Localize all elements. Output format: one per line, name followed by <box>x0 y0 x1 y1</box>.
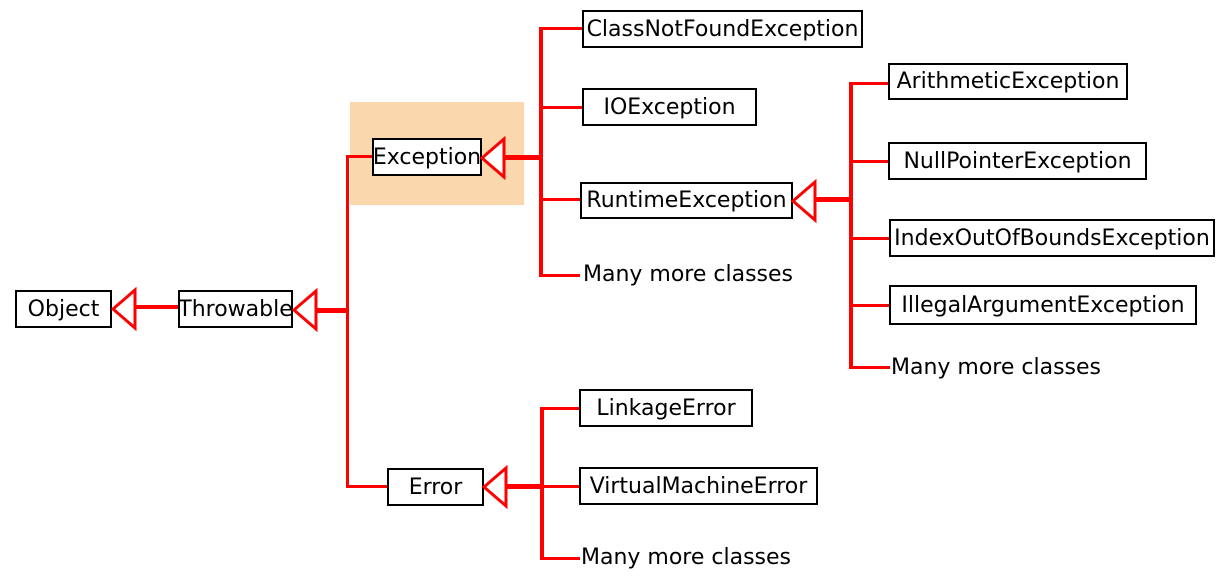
inheritance-arrow-to-exception-icon <box>480 136 506 180</box>
class-box-illegal-argument-exception: IllegalArgumentException <box>889 285 1197 325</box>
label-exception-many-more: Many more classes <box>583 261 794 287</box>
branch-exception <box>346 155 374 158</box>
branch-linkage-error <box>540 407 581 410</box>
class-box-linkage-error: LinkageError <box>579 389 753 427</box>
label-runtime-many-more: Many more classes <box>891 354 1102 380</box>
class-box-error: Error <box>387 468 484 506</box>
inheritance-arrow-to-error-icon <box>482 465 508 509</box>
branch-arithmetic <box>849 82 890 85</box>
connector-exception-children-trunk <box>539 27 543 277</box>
branch-error <box>346 485 389 488</box>
inheritance-arrow-to-throwable-icon <box>292 288 318 332</box>
class-box-null-pointer-exception: NullPointerException <box>888 142 1147 180</box>
inheritance-arrow-to-runtime-icon <box>791 179 817 223</box>
class-box-arithmetic-exception: ArithmeticException <box>888 63 1128 100</box>
class-box-exception: Exception <box>372 138 482 176</box>
connector-trunk-to-throwable <box>314 308 349 313</box>
class-box-io-exception: IOException <box>582 88 757 126</box>
label-error-many-more: Many more classes <box>581 544 792 570</box>
branch-runtime-exception <box>539 198 582 201</box>
class-box-object: Object <box>15 290 112 328</box>
branch-illegal-argument <box>849 304 891 307</box>
connector-trunk-to-exception <box>502 155 542 160</box>
branch-error-many-more <box>540 557 580 560</box>
branch-runtime-many-more <box>849 366 890 369</box>
connector-trunk-to-error <box>504 484 544 489</box>
class-box-runtime-exception: RuntimeException <box>580 182 793 219</box>
branch-virtual-machine-error <box>540 485 581 488</box>
class-box-class-not-found-exception: ClassNotFoundException <box>582 10 863 48</box>
branch-null-pointer <box>849 160 890 163</box>
connector-throwable-to-object <box>133 305 178 309</box>
connector-runtime-children-trunk <box>849 82 853 369</box>
connector-trunk-to-runtime <box>813 197 853 202</box>
branch-io-exception <box>539 106 584 109</box>
class-box-virtual-machine-error: VirtualMachineError <box>579 467 818 505</box>
class-box-throwable: Throwable <box>178 290 293 328</box>
inheritance-arrow-to-object-icon <box>111 287 137 331</box>
branch-class-not-found <box>539 27 584 30</box>
class-box-index-out-of-bounds-exception: IndexOutOfBoundsException <box>889 219 1215 257</box>
connector-throwable-children-trunk <box>346 156 349 488</box>
branch-index-out-of-bounds <box>849 237 891 240</box>
branch-exception-many-more <box>539 274 580 277</box>
